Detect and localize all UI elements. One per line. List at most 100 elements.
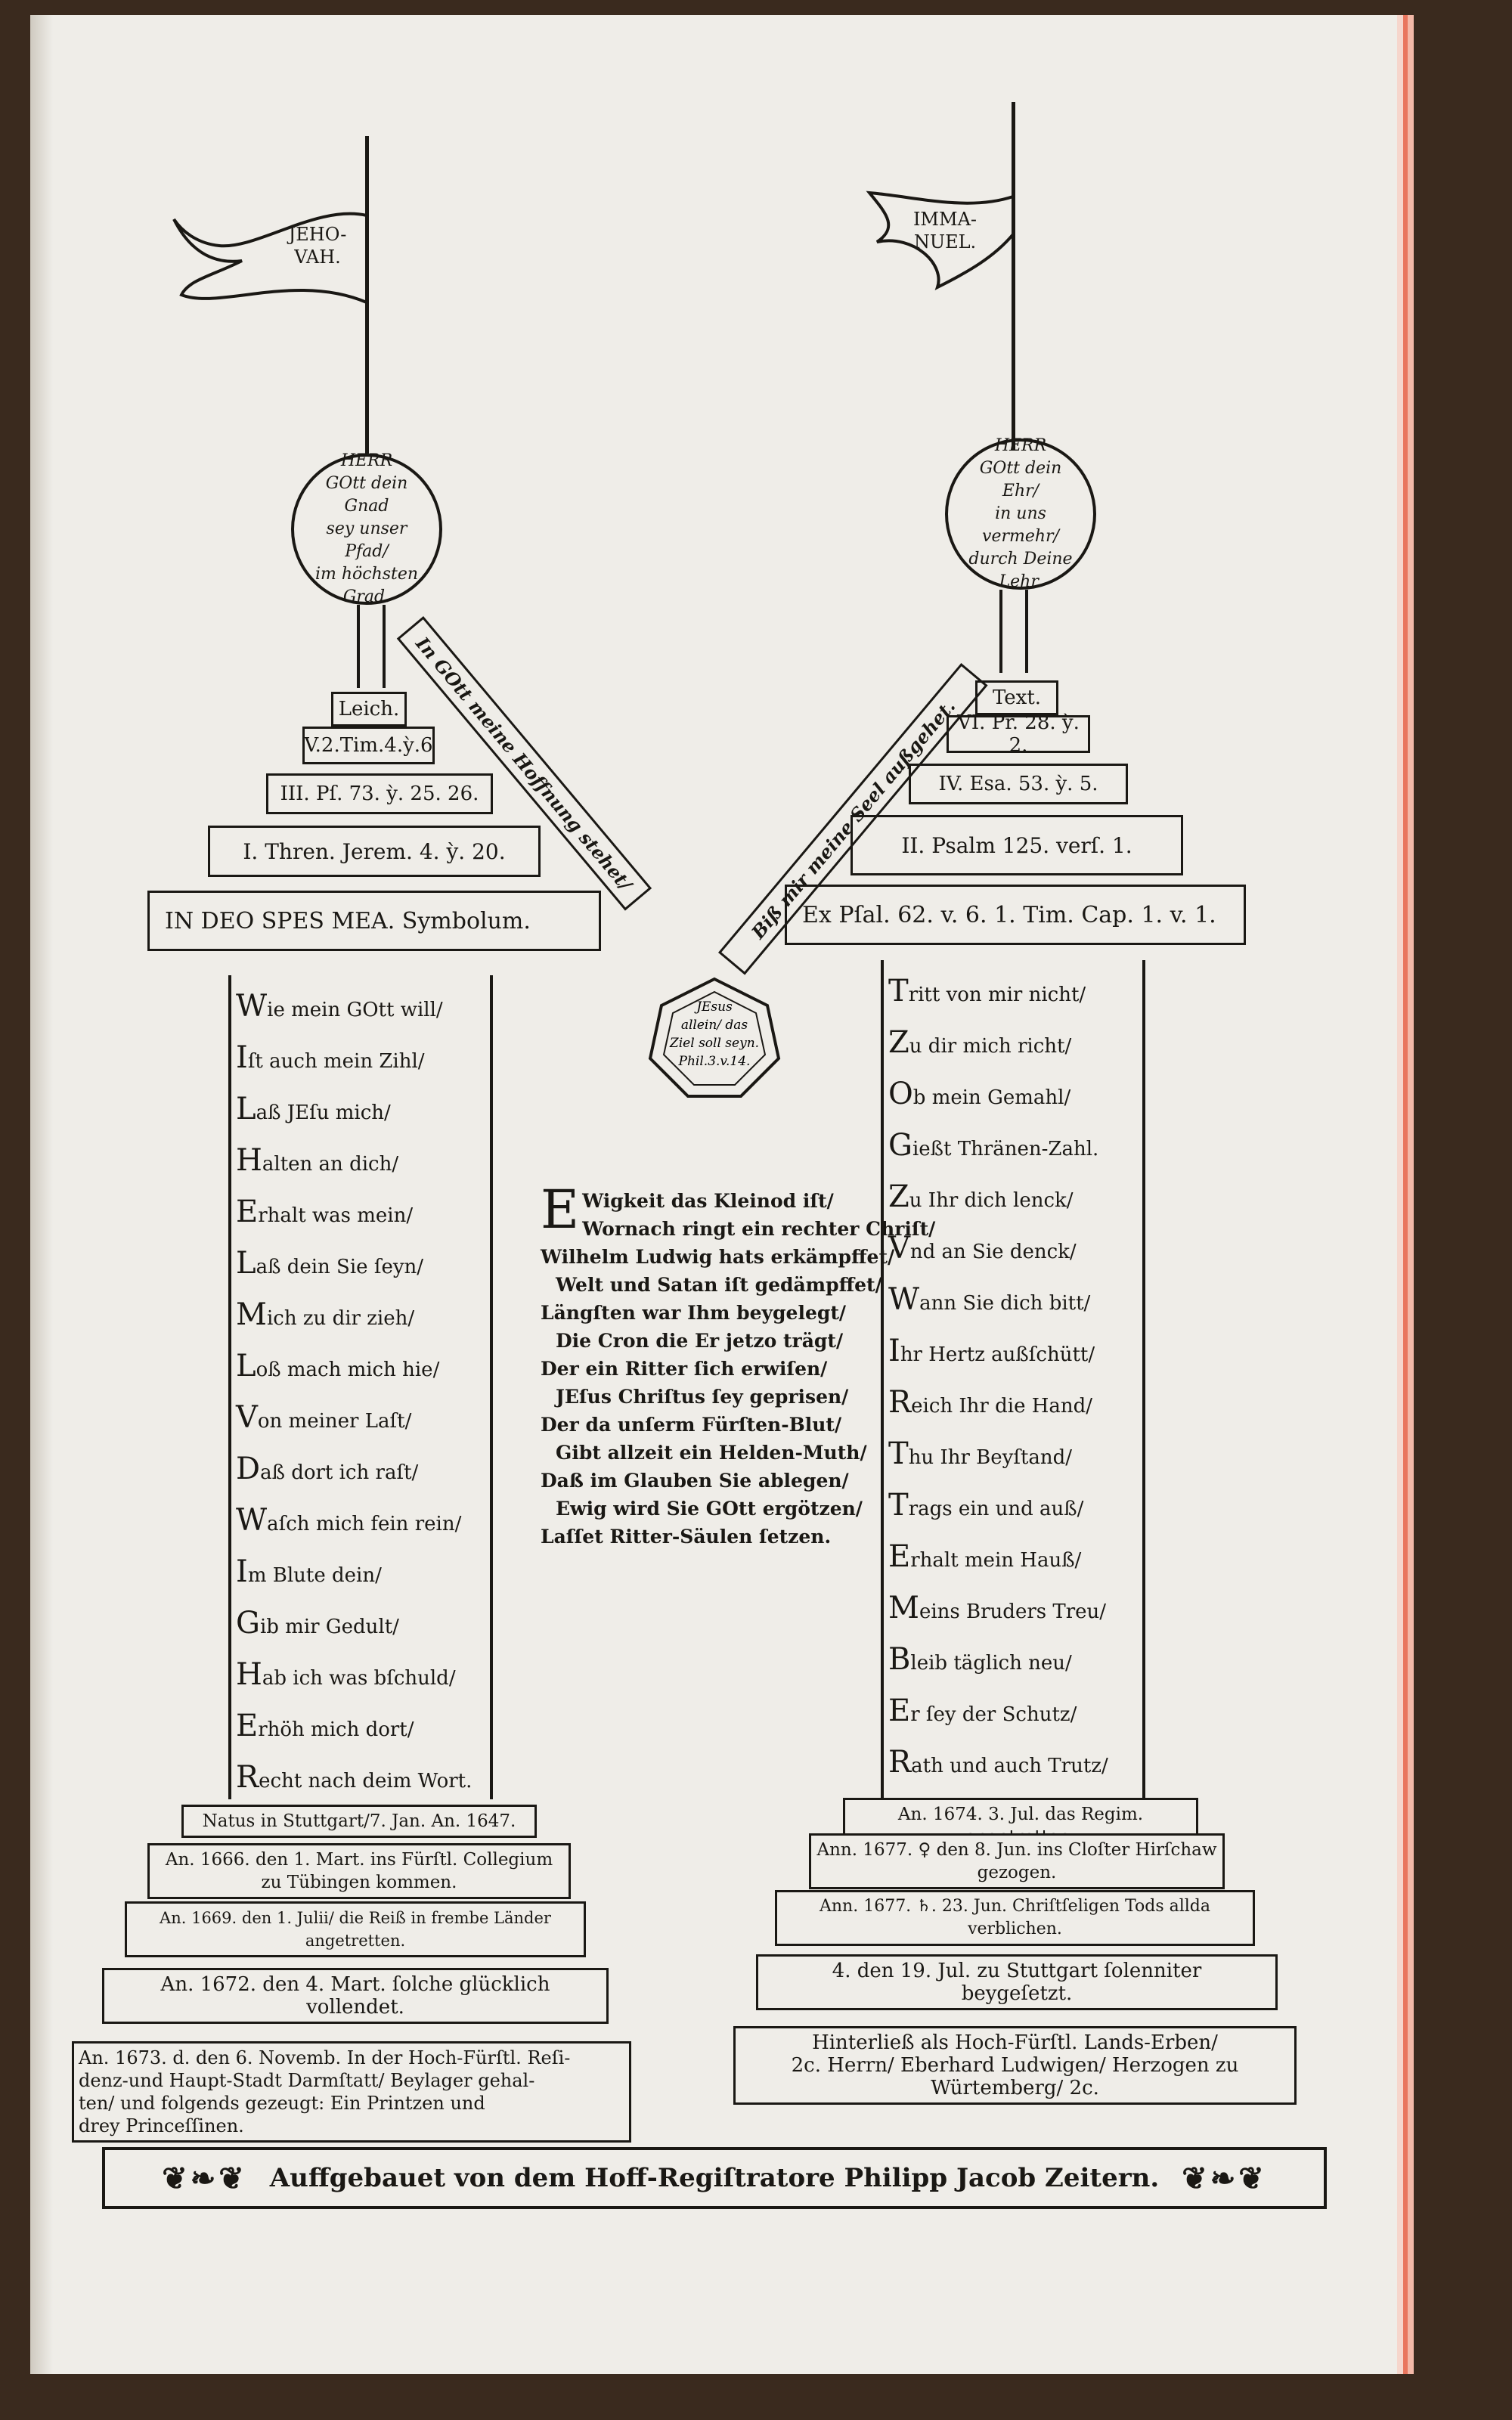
acrostic-text: ritt von mir nicht/ <box>908 984 1086 1006</box>
acrostic-line: Meins Bruders Treu/ <box>888 1585 1142 1636</box>
right-flagpole <box>1012 102 1015 450</box>
acrostic-initial: E <box>236 1195 259 1229</box>
acrostic-text: ab ich was bſchuld/ <box>262 1667 456 1690</box>
acrostic-initial: H <box>236 1657 262 1692</box>
right-ornament-icon: ❦❧❦ <box>1182 2160 1267 2196</box>
acrostic-initial: H <box>236 1143 262 1178</box>
acrostic-initial: M <box>236 1297 267 1332</box>
right-stack-2: VI. Pr. 28. ỳ. 2. <box>947 711 1090 757</box>
acrostic-text: m Blute dein/ <box>247 1564 382 1587</box>
poem-line: Wornach ringt ein rechter Chriſt/ <box>582 1218 936 1240</box>
acrostic-line: Trags ein und auß/ <box>888 1482 1142 1533</box>
acrostic-text: b mein Gemahl/ <box>912 1086 1071 1109</box>
acrostic-line: Im Blute dein/ <box>236 1548 490 1600</box>
page-gutter <box>30 15 53 2374</box>
acrostic-text: alten an dich/ <box>262 1153 399 1176</box>
acrostic-initial: T <box>888 1436 909 1471</box>
acrostic-text: eins Bruders Treu/ <box>919 1600 1107 1623</box>
acrostic-initial: W <box>236 989 268 1024</box>
acrostic-initial: G <box>236 1606 260 1641</box>
acrostic-initial: M <box>888 1591 919 1625</box>
acrostic-line: Gießt Thränen-Zahl. <box>888 1122 1142 1173</box>
acrostic-line: Erhalt mein Hauß/ <box>888 1533 1142 1585</box>
acrostic-text: ich zu dir zieh/ <box>266 1307 415 1330</box>
acrostic-initial: T <box>888 1488 909 1523</box>
poem-line: Ewig wird Sie GOtt ergötzen/ <box>556 1498 863 1520</box>
acrostic-line: Wann Sie dich bitt/ <box>888 1276 1142 1328</box>
acrostic-initial: V <box>236 1400 258 1435</box>
right-flag-text: IMMA- NUEL. <box>912 209 978 253</box>
acrostic-line: Recht nach deim Wort. <box>236 1754 490 1805</box>
poem-initial: E <box>541 1179 580 1241</box>
poem-line: Gibt allzeit ein Helden-Muth/ <box>556 1442 867 1464</box>
right-step-4: 4. den 19. Jul. zu Stuttgart ſolenniter … <box>756 1954 1278 2010</box>
acrostic-text: echt nach deim Wort. <box>259 1770 472 1793</box>
acrostic-text: aſch mich fein rein/ <box>267 1513 462 1535</box>
poem-line: Wigkeit das Kleinod iſt/ <box>582 1190 834 1212</box>
acrostic-text: ie mein GOtt will/ <box>267 999 443 1021</box>
acrostic-initial: W <box>236 1503 268 1538</box>
right-stack-4: II. Psalm 125. verſ. 1. <box>850 815 1183 875</box>
right-step-3: Ann. 1677. ♄. 23. Jun. Chriſtſeligen Tod… <box>775 1890 1255 1946</box>
acrostic-line: Loß mach mich hie/ <box>236 1343 490 1394</box>
left-support <box>357 605 386 688</box>
acrostic-line: Laß dein Sie ſeyn/ <box>236 1240 490 1291</box>
acrostic-initial: R <box>888 1745 912 1780</box>
acrostic-line: Ob mein Gemahl/ <box>888 1071 1142 1122</box>
acrostic-text: ath und auch Trutz/ <box>911 1755 1108 1777</box>
acrostic-initial: E <box>888 1693 911 1728</box>
poem-line: Längſten war Ihm beygelegt/ <box>541 1302 847 1324</box>
acrostic-text: u Ihr dich lenck/ <box>909 1189 1074 1212</box>
acrostic-text: hr Hertz außſchütt/ <box>900 1343 1095 1366</box>
acrostic-line: Iſt auch mein Zihl/ <box>236 1034 490 1086</box>
acrostic-initial: T <box>888 974 909 1009</box>
acrostic-line: Zu Ihr dich lenck/ <box>888 1173 1142 1225</box>
acrostic-text: ießt Thränen-Zahl. <box>912 1138 1099 1160</box>
poem-line: Daß im Glauben Sie ablegen/ <box>541 1470 849 1492</box>
poem-lines: Wigkeit das Kleinod iſt/Wornach ringt ei… <box>541 1187 936 1551</box>
acrostic-initial: Z <box>888 1179 909 1214</box>
acrostic-text: on meiner Laſt/ <box>257 1410 412 1433</box>
left-stack-3: III. Pſ. 73. ỳ. 25. 26. <box>266 773 493 814</box>
poem-line: Laſſet Ritter-Säulen ſetzen. <box>541 1526 832 1548</box>
acrostic-text: ib mir Gedult/ <box>259 1616 399 1638</box>
acrostic-text: aß dort ich raſt/ <box>260 1461 419 1484</box>
acrostic-line: Reich Ihr die Hand/ <box>888 1379 1142 1430</box>
acrostic-line: Zu dir mich richt/ <box>888 1019 1142 1071</box>
acrostic-text: oß mach mich hie/ <box>256 1359 440 1381</box>
acrostic-text: hu Ihr Beyſtand/ <box>908 1446 1073 1469</box>
acrostic-line: Er ſey der Schutz/ <box>888 1687 1142 1739</box>
right-step-2: Ann. 1677. ♀ den 8. Jun. ins Cloſter Hir… <box>809 1833 1225 1889</box>
poem-line: Wilhelm Ludwig hats erkämpffet/ <box>541 1246 895 1268</box>
left-step-5: An. 1673. d. den 6. Novemb. In der Hoch-… <box>72 2041 631 2143</box>
acrostic-line: Thu Ihr Beyſtand/ <box>888 1430 1142 1482</box>
right-acrostic-list: Tritt von mir nicht/Zu dir mich richt/Ob… <box>888 968 1142 1842</box>
left-stack-1: Leich. <box>331 692 407 727</box>
acrostic-text: ſt auch mein Zihl/ <box>247 1050 425 1073</box>
acrostic-initial: E <box>888 1539 911 1574</box>
right-stack-1: Text. <box>975 680 1058 715</box>
right-stack-3: IV. Esa. 53. ỳ. 5. <box>909 764 1128 804</box>
right-acrostic-column: Tritt von mir nicht/Zu dir mich richt/Ob… <box>881 960 1145 1831</box>
acrostic-initial: V <box>888 1231 910 1266</box>
poem-line: Welt und Satan iſt gedämpffet/ <box>556 1274 882 1296</box>
right-medallion: HERR GOtt dein Ehr/ in uns vermehr/ durc… <box>945 436 1096 591</box>
acrostic-initial: G <box>888 1128 912 1163</box>
right-pennant-icon <box>866 191 1015 290</box>
acrostic-initial: L <box>236 1246 256 1281</box>
acrostic-line: Hab ich was bſchuld/ <box>236 1651 490 1703</box>
heptagon-frame-icon <box>648 977 781 1098</box>
acrostic-line: Erhalt was mein/ <box>236 1188 490 1240</box>
acrostic-initial: L <box>236 1349 256 1384</box>
book-page: JEHO- VAH. IMMA- NUEL. HERR GOtt dein Gn… <box>30 15 1414 2374</box>
acrostic-text: ann Sie dich bitt/ <box>919 1292 1091 1315</box>
acrostic-text: rhalt was mein/ <box>258 1204 414 1227</box>
acrostic-text: aß dein Sie ſeyn/ <box>256 1256 424 1278</box>
acrostic-line: Daß dort ich raſt/ <box>236 1445 490 1497</box>
acrostic-initial: D <box>236 1452 261 1486</box>
acrostic-line: Vnd an Sie denck/ <box>888 1225 1142 1276</box>
acrostic-initial: W <box>888 1282 920 1317</box>
acrostic-initial: L <box>236 1092 256 1126</box>
left-step-1: Natus in Stuttgart/7. Jan. An. 1647. <box>181 1805 537 1838</box>
acrostic-line: Ihr Hertz außſchütt/ <box>888 1328 1142 1379</box>
